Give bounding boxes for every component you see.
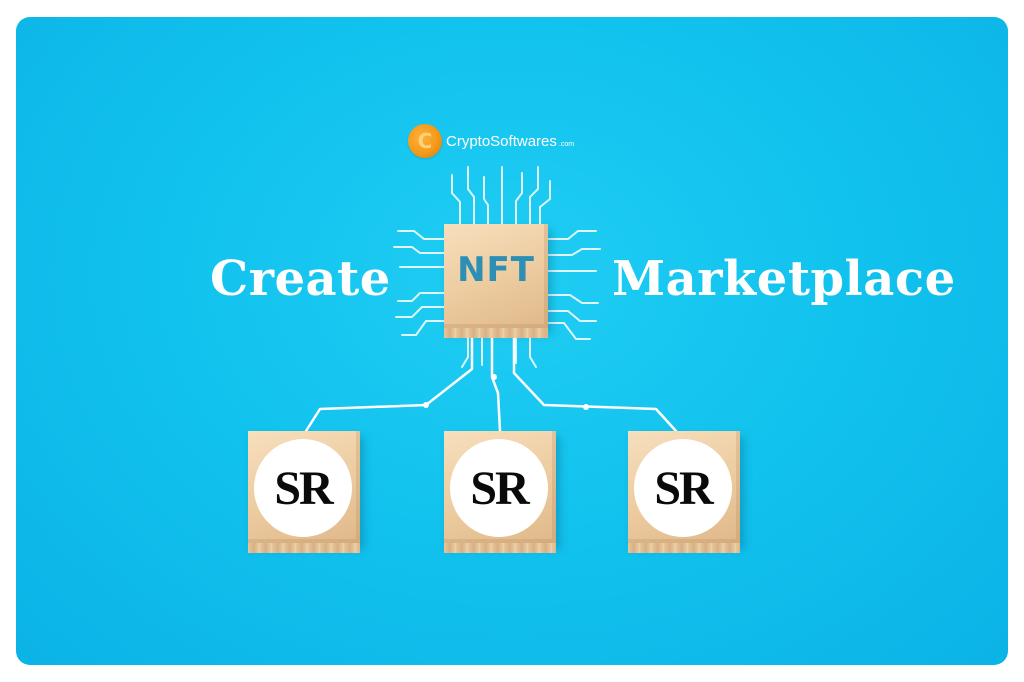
- circuit-trace-right: [547, 248, 601, 256]
- brand-name: CryptoSoftwares: [446, 132, 557, 150]
- circuit-trace-top: [515, 172, 523, 225]
- circuit-trace-top: [483, 176, 489, 225]
- circuit-lines: [304, 166, 678, 433]
- sr-logo: SR: [450, 439, 548, 537]
- circuit-trace-left: [397, 292, 445, 302]
- image-frame: C CryptoSoftwares .com Create Marketplac…: [16, 17, 1008, 665]
- nft-cube: NFT: [444, 224, 548, 338]
- circuit-trace-bottom: [529, 337, 537, 368]
- circuit-trace-top: [529, 166, 539, 225]
- glow-dot: [423, 402, 429, 408]
- connector-center: [490, 336, 502, 433]
- circuit-trace-top: [539, 180, 551, 225]
- brand-tld: .com: [558, 140, 575, 148]
- sr-logo: SR: [634, 439, 732, 537]
- sr-cube: SR: [628, 431, 740, 553]
- circuit-trace-top: [451, 174, 461, 225]
- headline-create: Create: [210, 251, 391, 307]
- connector-left: [304, 336, 474, 433]
- circuit-trace-top: [467, 166, 475, 225]
- circuit-trace-left: [395, 306, 445, 318]
- brand-logo: C CryptoSoftwares .com: [408, 123, 574, 159]
- circuit-trace-right: [547, 310, 597, 322]
- glow-dot: [491, 374, 497, 380]
- headline-marketplace: Marketplace: [612, 251, 956, 307]
- circuit-trace-left: [393, 246, 445, 254]
- sr-cube: SR: [248, 431, 360, 553]
- glow-dot: [583, 404, 589, 410]
- circuit-trace-right: [547, 230, 597, 240]
- circuit-trace-left: [397, 230, 445, 240]
- sr-logo: SR: [254, 439, 352, 537]
- crypto-coin-icon: C: [408, 124, 442, 158]
- nft-label: NFT: [457, 250, 535, 290]
- circuit-trace-right: [547, 322, 591, 340]
- circuit-trace-bottom: [461, 337, 469, 368]
- circuit-trace-right: [547, 294, 599, 304]
- connector-right: [512, 336, 678, 433]
- sr-cube: SR: [444, 431, 556, 553]
- circuit-trace-left: [401, 320, 445, 336]
